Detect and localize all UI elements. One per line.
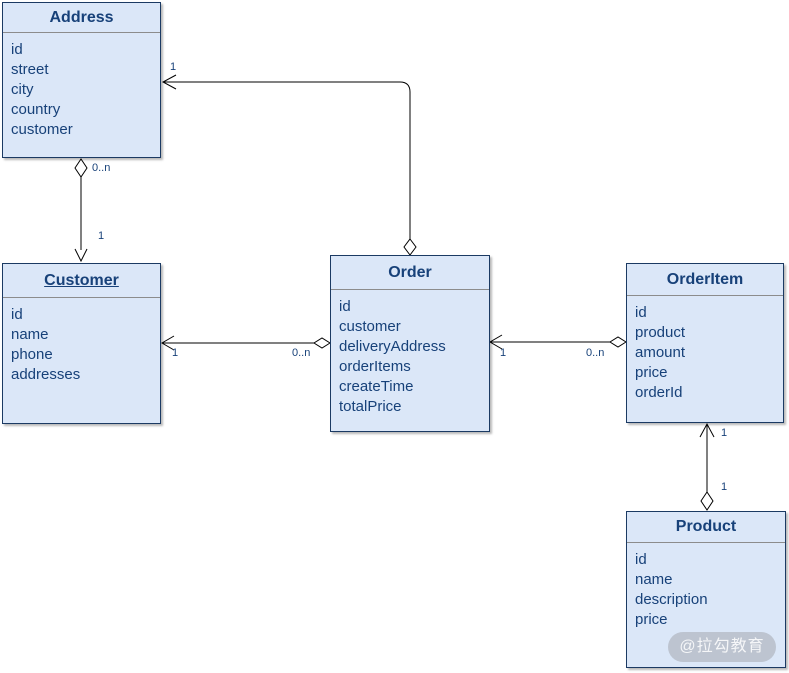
field: country	[11, 101, 61, 118]
connector-orderitem-order	[489, 334, 627, 350]
watermark-badge: @拉勾教育	[668, 632, 776, 662]
field: name	[11, 326, 49, 343]
field: id	[339, 298, 351, 315]
multiplicity-label: 1	[172, 347, 179, 359]
multiplicity-label: 1	[721, 427, 728, 439]
multiplicity-label: 1	[721, 481, 728, 493]
field: id	[11, 306, 23, 323]
entity-address-title: Address	[3, 3, 160, 33]
field: phone	[11, 346, 53, 363]
multiplicity-label: 1	[98, 230, 105, 242]
entity-customer-fields: id name phone addresses	[3, 298, 160, 392]
field: id	[11, 41, 23, 58]
entity-orderitem-fields: id product amount price orderId	[627, 296, 783, 410]
entity-address-fields: id street city country customer	[3, 33, 160, 147]
field: addresses	[11, 366, 81, 383]
field: orderItems	[339, 358, 411, 375]
multiplicity-label: 0..n	[92, 162, 111, 174]
field: customer	[339, 318, 401, 335]
field: customer	[11, 121, 73, 138]
entity-customer-title: Customer	[3, 264, 160, 298]
connector-orderitem-product	[699, 422, 715, 511]
field: description	[635, 591, 708, 608]
field: name	[635, 571, 673, 588]
entity-orderitem[interactable]: OrderItem id product amount price orderI…	[626, 263, 784, 423]
entity-product-fields: id name description price	[627, 543, 785, 637]
entity-order-fields: id customer deliveryAddress orderItems c…	[331, 290, 489, 424]
multiplicity-label: 1	[500, 347, 507, 359]
entity-product-title: Product	[627, 512, 785, 543]
field: orderId	[635, 384, 683, 401]
entity-order[interactable]: Order id customer deliveryAddress orderI…	[330, 255, 490, 432]
entity-customer[interactable]: Customer id name phone addresses	[2, 263, 161, 424]
connector-address-customer	[74, 158, 88, 263]
entity-address[interactable]: Address id street city country customer	[2, 2, 161, 158]
multiplicity-label: 1	[170, 61, 177, 73]
field: totalPrice	[339, 398, 402, 415]
field: price	[635, 364, 668, 381]
field: id	[635, 551, 647, 568]
field: price	[635, 611, 668, 628]
entity-order-title: Order	[331, 256, 489, 290]
field: amount	[635, 344, 686, 361]
field: createTime	[339, 378, 414, 395]
connector-order-address	[161, 74, 417, 256]
entity-orderitem-title: OrderItem	[627, 264, 783, 296]
multiplicity-label: 0..n	[292, 347, 311, 359]
field: city	[11, 81, 34, 98]
field: deliveryAddress	[339, 338, 446, 355]
field: id	[635, 304, 647, 321]
field: street	[11, 61, 49, 78]
multiplicity-label: 0..n	[586, 347, 605, 359]
field: product	[635, 324, 686, 341]
